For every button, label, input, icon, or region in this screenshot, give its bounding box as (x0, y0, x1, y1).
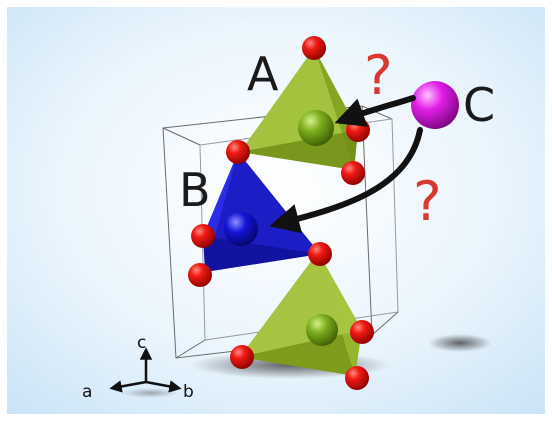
oxygen-atom (350, 320, 374, 344)
arrow-c-to-b (269, 127, 423, 234)
label-b: B (179, 163, 211, 217)
green-atom (306, 314, 338, 346)
oxygen-atom (341, 161, 365, 185)
oxygen-atom (226, 140, 250, 164)
oxygen-atom (302, 36, 326, 60)
label-a: A (247, 47, 279, 101)
question-mark-1: ? (364, 44, 393, 107)
blue-atom (224, 212, 258, 246)
oxygen-atom (345, 366, 369, 390)
oxygen-atom (230, 345, 254, 369)
arrow-c-to-a (334, 95, 416, 127)
axis-label-b: b (183, 382, 194, 402)
axis-shadow (122, 388, 178, 398)
axis-triad: c a b (82, 333, 194, 402)
oxygen-atom (346, 118, 370, 142)
label-c: C (463, 78, 495, 132)
magenta-atom-c (411, 81, 459, 129)
green-atom (298, 110, 334, 146)
axis-label-c: c (137, 333, 146, 353)
oxygen-atoms (188, 36, 374, 390)
atom-shadow (428, 334, 492, 352)
b-axis-arrow (145, 380, 182, 393)
oxygen-atom (188, 263, 212, 287)
a-axis-arrow (109, 380, 147, 393)
axis-label-a: a (82, 382, 92, 402)
question-mark-2: ? (413, 170, 442, 233)
oxygen-atom (191, 224, 215, 248)
lower-green-tetrahedron (240, 252, 362, 376)
oxygen-atom (308, 242, 332, 266)
